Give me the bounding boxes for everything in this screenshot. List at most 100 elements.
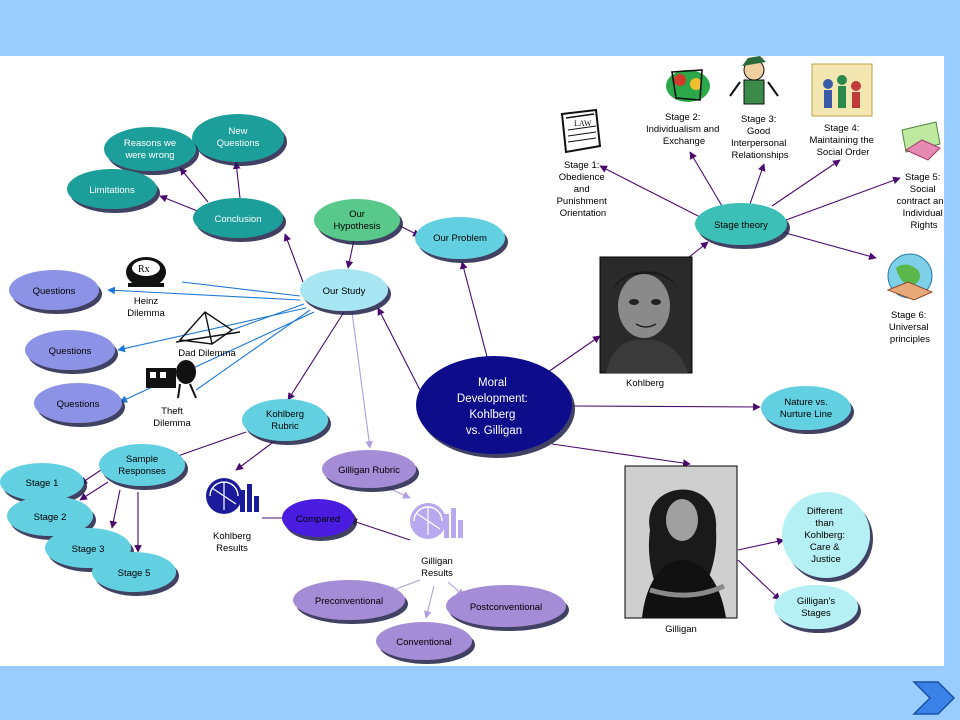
kstage2-line-2: Individualism and xyxy=(646,124,719,135)
edge-center-nature xyxy=(571,403,761,411)
edge-conclusion-limitations xyxy=(159,194,201,213)
node-conclusion[interactable]: Conclusion xyxy=(193,198,283,238)
sample-line-1: Sample xyxy=(126,454,158,465)
edge-st-s2 xyxy=(689,151,723,207)
node-conventional[interactable]: Conventional xyxy=(376,622,472,660)
gilligan-photo xyxy=(624,465,738,619)
stage-1-label: Stage 1 xyxy=(26,478,59,489)
node-postconventional[interactable]: Postconventional xyxy=(446,585,566,627)
center-line-4: vs. Gilligan xyxy=(466,425,522,437)
node-questions-2[interactable]: Questions xyxy=(25,330,115,370)
kstage5-line-1: Stage 5: xyxy=(905,172,940,183)
node-limitations[interactable]: Limitations xyxy=(67,169,157,209)
edge-st-s1 xyxy=(599,165,703,219)
edge-center-kohlberg xyxy=(547,335,601,373)
problem-label: Our Problem xyxy=(433,233,487,244)
edge-hypothesis-study xyxy=(345,239,355,269)
kstage2-line-1: Stage 2: xyxy=(665,112,700,123)
edge-sample-stage2 xyxy=(79,481,109,501)
edge-gillresults-conv xyxy=(423,585,435,619)
kstage2-label: Stage 2: Individualism and Exchange xyxy=(646,112,722,147)
kstage1-label: Stage 1: Obedience and Punishment Orient… xyxy=(557,160,610,219)
law-text: LAW xyxy=(574,119,592,128)
gilligan-rubric-label: Gilligan Rubric xyxy=(338,465,400,476)
kohlberg-results-line-1: Kohlberg xyxy=(213,531,251,542)
svg-text:Nature vs.Nurture Line: Nature vs.Nurture Line xyxy=(780,397,832,420)
edge-kohlberg-stagetheory xyxy=(687,241,709,259)
social-order-icon xyxy=(811,63,873,117)
node-stage-5[interactable]: Stage 5 xyxy=(92,552,176,592)
node-compared[interactable]: Compared xyxy=(282,499,354,537)
theft-line-1: Theft xyxy=(161,406,183,417)
edge-sample-stage3 xyxy=(109,489,121,529)
different-line-3: Kohlberg: xyxy=(804,530,845,541)
kstage1-line-4: Punishment xyxy=(557,196,608,207)
kstage5-label: Stage 5: Social contract and Individual … xyxy=(897,172,944,231)
center-line-3: Kohlberg xyxy=(469,409,515,421)
hypothesis-line-2: Hypothesis xyxy=(334,221,381,232)
kstage6-label: Stage 6: Universal principles xyxy=(889,310,931,345)
kstage4-label: Stage 4: Maintaining the Social Order xyxy=(809,123,876,158)
sample-line-2: Responses xyxy=(118,466,166,477)
node-stage-2[interactable]: Stage 2 xyxy=(7,496,93,536)
heinz-line-2: Dilemma xyxy=(127,308,165,319)
kstage6-line-3: principles xyxy=(890,334,930,345)
node-stage-theory[interactable]: Stage theory xyxy=(695,203,787,245)
center-node[interactable]: Moral Development: Kohlberg vs. Gilligan xyxy=(416,356,572,454)
edge-st-s3 xyxy=(749,163,766,205)
node-preconventional[interactable]: Preconventional xyxy=(293,580,405,620)
node-stage-1[interactable]: Stage 1 xyxy=(0,463,84,501)
globe-handshake-icon xyxy=(886,253,934,301)
law-book-icon: LAW xyxy=(560,108,602,154)
edge-rubric-results xyxy=(235,439,277,471)
postconventional-label: Postconventional xyxy=(470,602,542,613)
kohlberg-rubric-line-1: Kohlberg xyxy=(266,409,304,420)
dad-tent-icon xyxy=(175,311,241,345)
edge-st-s4 xyxy=(771,159,841,207)
compared-label: Compared xyxy=(296,514,340,525)
theft-line-2: Dilemma xyxy=(153,418,191,429)
edge-conclusion-reasons xyxy=(179,167,209,203)
node-gilligan-rubric[interactable]: Gilligan Rubric xyxy=(322,450,416,488)
node-nature-nurture[interactable]: Nature vs.Nurture Line xyxy=(761,386,851,430)
nature-line-2: Nurture Line xyxy=(780,409,832,420)
stage-theory-label: Stage theory xyxy=(714,220,768,231)
edge-st-s5 xyxy=(785,176,901,221)
hypothesis-line-1: Our xyxy=(349,209,365,220)
edge-sample-stage1 xyxy=(79,467,105,485)
node-our-study[interactable]: Our Study xyxy=(300,269,388,311)
kohlberg-results-line-2: Results xyxy=(216,543,248,554)
edge-st-s6 xyxy=(781,231,877,260)
next-slide-chevron-icon[interactable] xyxy=(912,680,956,716)
node-questions-1[interactable]: Questions xyxy=(9,270,99,310)
study-label: Our Study xyxy=(323,286,366,297)
kstage6-line-2: Universal xyxy=(889,322,929,333)
node-different-than[interactable]: Different than Kohlberg: Care & Justice xyxy=(782,492,870,578)
node-our-problem[interactable]: Our Problem xyxy=(415,217,505,259)
kstage5-line-5: Rights xyxy=(911,220,938,231)
kstage4-line-2: Maintaining the xyxy=(809,135,873,146)
edge-center-study xyxy=(377,307,421,391)
bottom-band xyxy=(0,666,960,720)
different-line-5: Justice xyxy=(811,554,841,565)
node-questions-3[interactable]: Questions xyxy=(34,383,122,423)
kstage4-line-3: Social Order xyxy=(817,147,870,158)
svg-text:Different than Koh: Different than Kohlberg: Care & Justice xyxy=(804,506,847,565)
edge-study-dad xyxy=(231,303,305,331)
nature-line-1: Nature vs. xyxy=(784,397,827,408)
center-node-label: Moral Development: Kohlberg vs. Gilligan xyxy=(457,377,531,437)
edge-center-problem xyxy=(460,261,491,369)
preconventional-label: Preconventional xyxy=(315,596,383,607)
kstage6-line-1: Stage 6: xyxy=(891,310,926,321)
kstage3-line-4: Relationships xyxy=(731,150,788,161)
reasons-line-2: were wrong xyxy=(124,150,174,161)
center-line-2: Development: xyxy=(457,393,528,405)
